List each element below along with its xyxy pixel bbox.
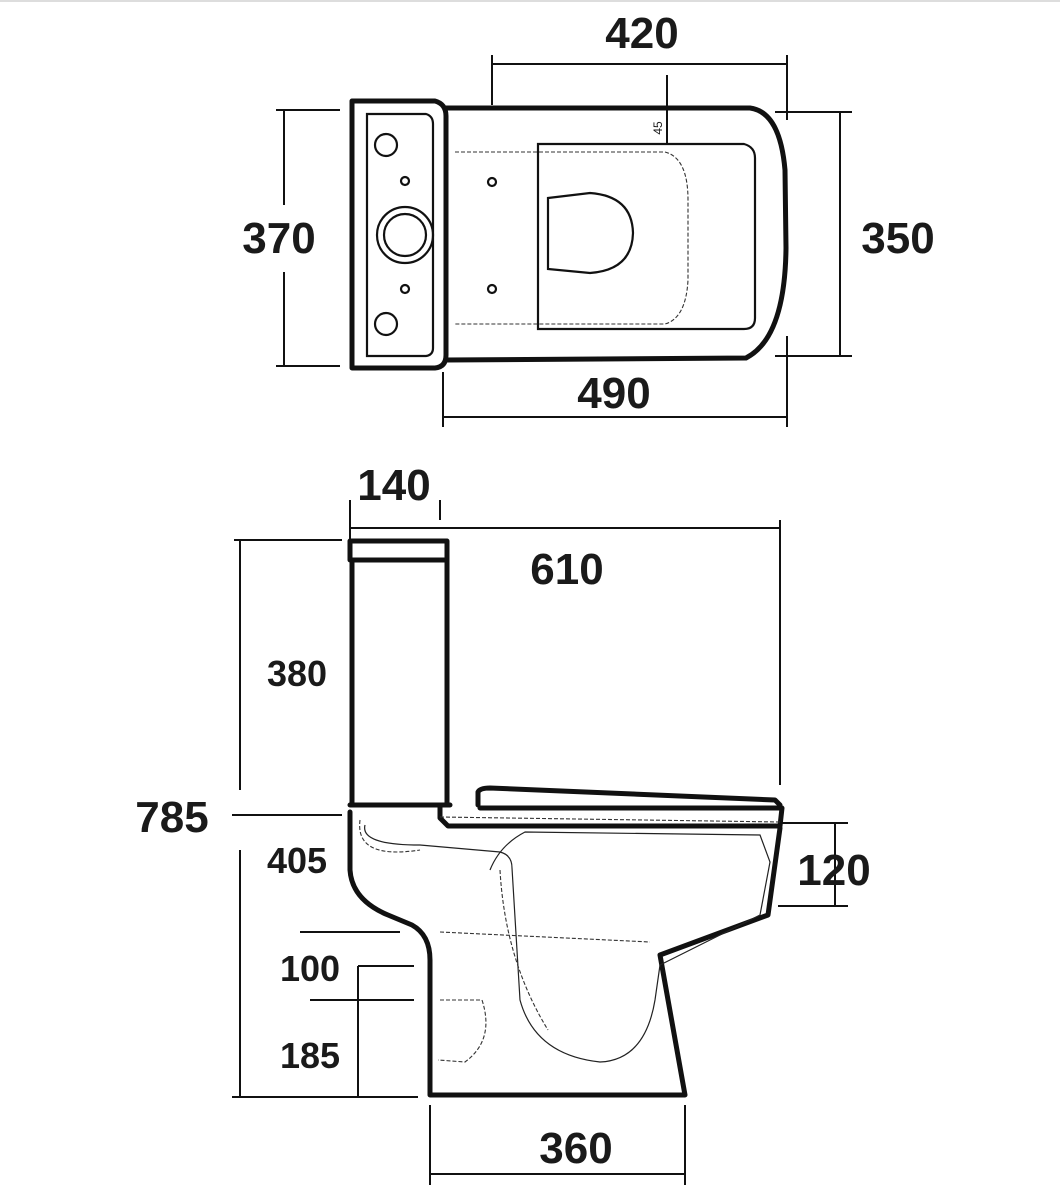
dim-label-360: 360	[539, 1124, 612, 1173]
top-seat-lid	[536, 142, 757, 331]
dim-label-350: 350	[861, 214, 934, 263]
dim-label-610: 610	[530, 545, 603, 594]
dim-label-370: 370	[242, 214, 315, 263]
dim-label-45: 45	[651, 121, 665, 135]
tap-hole-icon	[373, 311, 399, 337]
top-view	[276, 55, 852, 427]
side-bowl-inner	[364, 824, 771, 1063]
top-bowl-dashed	[455, 151, 689, 325]
side-cistern-outline	[347, 538, 450, 563]
top-cistern-inner	[365, 112, 435, 358]
top-pan-outline	[443, 105, 789, 363]
dim-label-100: 100	[280, 948, 340, 989]
dim-label-420: 420	[605, 9, 678, 58]
side-trap-dashed	[437, 869, 651, 1063]
dim-label-785: 785	[135, 793, 208, 842]
top-seat-opening	[546, 191, 635, 275]
bolt-hole-icon	[399, 175, 411, 187]
flush-button-inner-icon	[382, 212, 428, 258]
dim-label-120: 120	[797, 846, 870, 895]
top-cistern-outline	[349, 98, 449, 371]
tap-hole-icon	[373, 132, 399, 158]
dim-label-140: 140	[357, 461, 430, 510]
dim-label-380: 380	[267, 653, 327, 694]
side-view	[232, 500, 848, 1185]
dim-label-185: 185	[280, 1035, 340, 1076]
seat-fixing-hole-icon	[486, 283, 498, 295]
side-cistern-body	[349, 557, 450, 808]
side-rim-dashed	[359, 816, 781, 853]
side-seat-ring	[437, 802, 785, 829]
dim-label-490: 490	[577, 369, 650, 418]
side-pan-outline	[347, 809, 783, 1098]
seat-fixing-hole-icon	[486, 176, 498, 188]
dim-label-405: 405	[267, 840, 327, 881]
bolt-hole-icon	[399, 283, 411, 295]
flush-button-outer-icon	[375, 205, 435, 265]
side-seat-lid	[475, 785, 783, 808]
